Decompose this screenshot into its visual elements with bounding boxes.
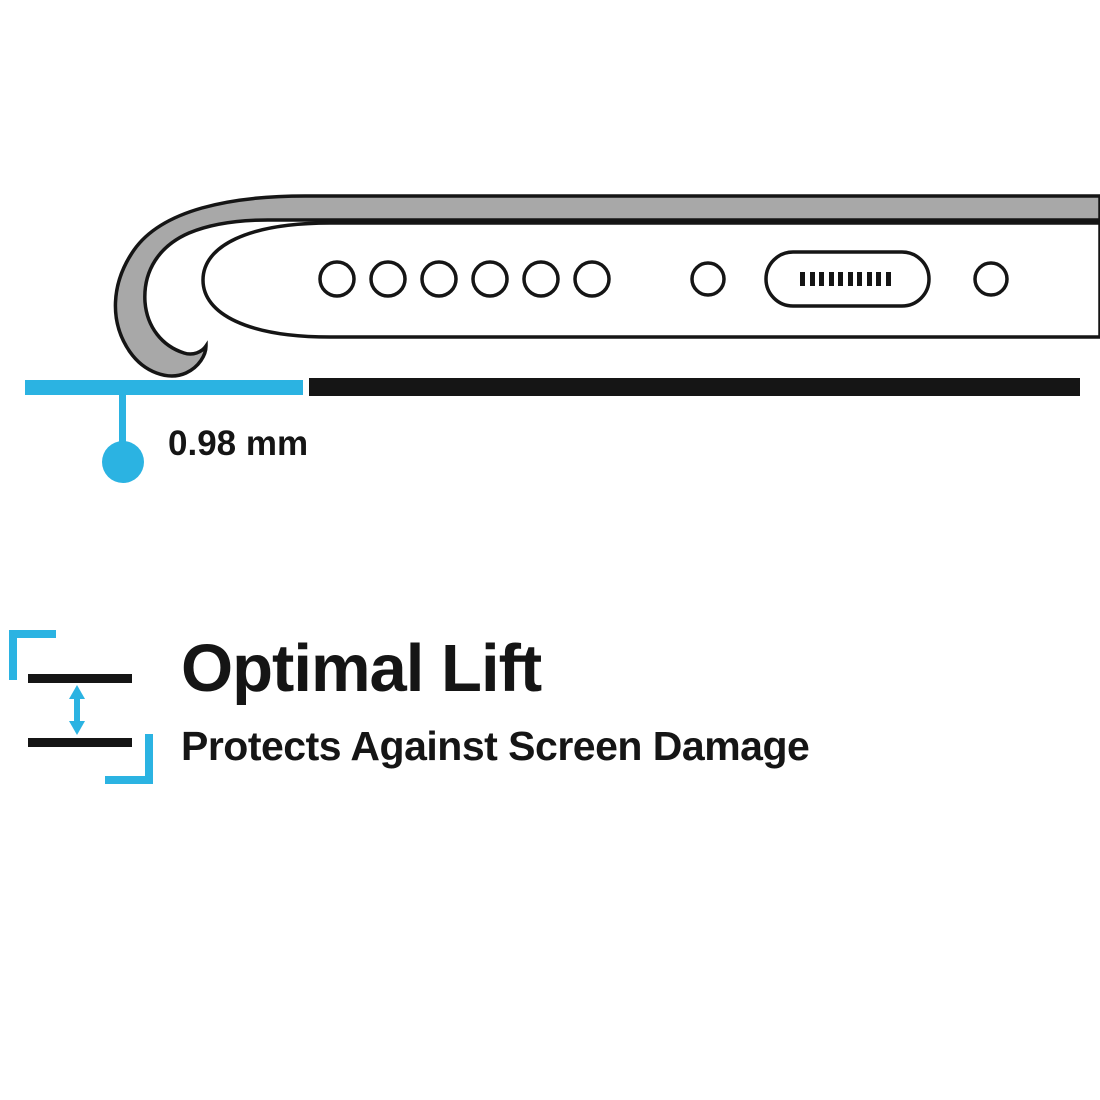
speaker-hole [369,260,407,298]
feature-title: Optimal Lift [181,631,542,706]
speaker-hole [318,260,356,298]
measurement-dot [102,441,144,483]
measurement-label: 0.98 mm [168,424,309,463]
charging-port [764,250,931,308]
gap-line-bottom [28,738,132,747]
speaker-hole [522,260,560,298]
charging-port-pins [800,272,891,286]
screw-hole-right [973,261,1009,297]
speaker-hole [420,260,458,298]
phone-case-diagram [25,194,1100,483]
arrow-down-head-icon [69,721,85,735]
bracket-bottom-right-icon [105,734,153,784]
speaker-holes [318,260,611,298]
arrow-up-head-icon [69,685,85,699]
feature-subtitle: Protects Against Screen Damage [181,722,810,769]
screw-hole-left [690,261,726,297]
surface-line-dark [309,378,1080,396]
speaker-hole [471,260,509,298]
lift-gap-icon [9,630,153,784]
feature-text-block: Optimal Lift Protects Against Screen Dam… [181,631,810,770]
gap-line-top [28,674,132,683]
case-bumper [113,194,1100,378]
bracket-top-left-icon [9,630,56,680]
measurement-connector [119,394,126,444]
speaker-hole [573,260,611,298]
surface-line-accent [25,380,303,395]
